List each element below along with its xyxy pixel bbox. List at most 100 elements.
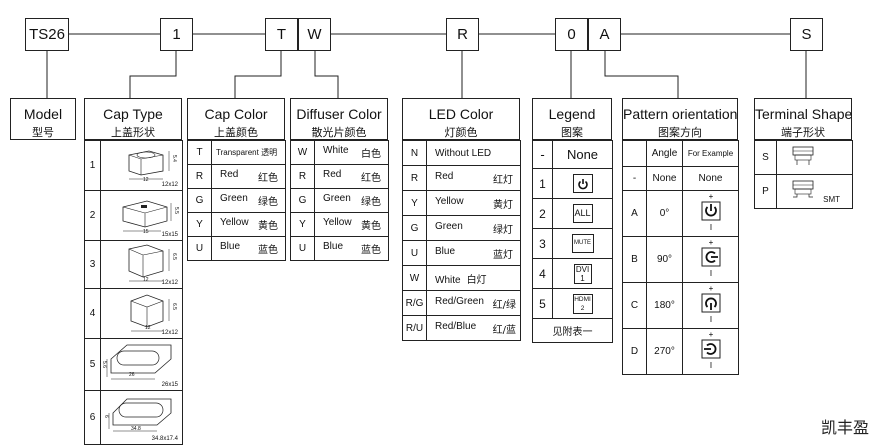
cap-type-width: 26: [129, 372, 135, 378]
cap-type-row: 4 12 6.5 12x12: [84, 288, 183, 339]
led-color-en: Red/Green: [435, 295, 484, 307]
diffuser-color-zh: 黄色: [361, 221, 381, 232]
legend-all: ALL: [572, 204, 593, 223]
pattern-code: D: [622, 328, 647, 375]
header-model: Model 型号: [10, 98, 76, 140]
diffuser-color-en: Green: [323, 193, 351, 204]
power-icon: [572, 174, 593, 193]
cap-type-size: 26x15: [161, 382, 178, 388]
header-cap-type: Cap Type 上盖形状: [84, 98, 182, 140]
diffuser-color-en: Red: [323, 169, 342, 180]
led-color-en: Without LED: [435, 147, 492, 159]
led-color-en: White: [435, 274, 461, 286]
cap-type-code: 3: [84, 240, 101, 289]
legend-code: 2: [532, 198, 553, 229]
header-cap-type-zh: 上盖形状: [111, 126, 155, 139]
cap-type-code: 1: [84, 140, 101, 191]
power-icon-0deg: +I: [701, 192, 720, 232]
pattern-angle: 0°: [646, 190, 683, 237]
led-color-code: U: [402, 240, 427, 266]
led-color-code: W: [402, 265, 427, 291]
cap-type-code: 5: [84, 338, 101, 391]
cap-type-size: 12x12: [161, 280, 178, 286]
svg-text:I: I: [709, 315, 711, 324]
header-diffuser-color: Diffuser Color 散光片颜色: [290, 98, 388, 140]
led-color-code: R/U: [402, 315, 427, 341]
svg-text:+: +: [708, 192, 713, 201]
led-color-zh: 红/蓝: [492, 324, 516, 336]
code-terminal: S: [790, 18, 823, 51]
terminal-smt-label: SMT: [823, 195, 840, 204]
pattern-code: C: [622, 282, 647, 329]
legend-code: 3: [532, 228, 553, 259]
cap-type-drawing-cell: 34.8 6 34.8x17.4: [100, 390, 183, 445]
header-cap-color-zh: 上盖颜色: [214, 126, 258, 139]
header-model-zh: 型号: [32, 126, 54, 139]
cap-type-code: 2: [84, 190, 101, 241]
diffuser-color-zh: 蓝色: [361, 245, 381, 256]
cap-type-height: 6.5: [171, 303, 177, 310]
header-diffuser-color-en: Diffuser Color: [296, 106, 382, 122]
cap-type-row: 2 15 5.5 15x15: [84, 190, 183, 241]
pattern-angle: 90°: [646, 236, 683, 283]
cap-type-drawing-cell: 26 5.6 26x15: [100, 338, 183, 391]
cap-type-width: 12: [145, 325, 151, 331]
pattern-angle: None: [646, 166, 683, 191]
header-terminal-zh: 端子形状: [781, 126, 825, 139]
cap-color-en: Red: [220, 169, 239, 180]
svg-text:+: +: [708, 330, 713, 339]
cap-type-size: 34.8x17.4: [151, 436, 178, 442]
header-legend-zh: 图案: [561, 126, 583, 139]
led-color-en: Yellow: [435, 195, 464, 207]
header-model-en: Model: [23, 106, 63, 122]
legend-hdmi: HDMI 2: [572, 294, 593, 314]
header-pattern: Pattern orientation 图案方向: [622, 98, 738, 140]
legend-mute: MUTE: [571, 234, 594, 253]
cap-color-zh: 红色: [258, 173, 278, 184]
cap-type-height: 5.6: [101, 361, 107, 368]
diffuser-color-en: Blue: [323, 241, 344, 252]
diffuser-color-code: G: [290, 188, 315, 213]
header-cap-type-en: Cap Type: [103, 106, 163, 122]
cap-type-width: 15: [143, 229, 149, 235]
terminal-code: S: [754, 140, 777, 175]
diffuser-color-code: Y: [290, 212, 315, 237]
pattern-example-header: For Example: [682, 140, 739, 167]
watermark: 凯丰盈: [820, 418, 869, 437]
legend-code: -: [532, 140, 553, 169]
header-led-color: LED Color 灯颜色: [402, 98, 520, 140]
pattern-angle: 180°: [646, 282, 683, 329]
cap-type-drawing-cell: 12 6.5 12x12: [100, 288, 183, 339]
led-color-en: Red: [435, 170, 454, 182]
power-icon-270deg: +I: [701, 330, 720, 370]
cap-type-width: 12: [143, 177, 149, 183]
header-led-color-zh: 灯颜色: [444, 126, 478, 139]
diffuser-color-zh: 白色: [361, 149, 381, 160]
terminal-table: S P SMT: [754, 140, 853, 209]
header-cap-color-en: Cap Color: [204, 106, 268, 122]
cap-type-width: 34.8: [131, 426, 141, 432]
cap-color-zh: 黄色: [258, 221, 278, 232]
pattern-angle: 270°: [646, 328, 683, 375]
header-pattern-zh: 图案方向: [658, 126, 702, 139]
terminal-row: P SMT: [754, 174, 853, 209]
code-cap-type: 1: [160, 18, 193, 51]
legend-code: 1: [532, 168, 553, 199]
legend-note: 见附表一: [532, 318, 613, 343]
cap-type-row: 3 12 6.5 12x12: [84, 240, 183, 289]
header-cap-color: Cap Color 上盖颜色: [187, 98, 285, 140]
